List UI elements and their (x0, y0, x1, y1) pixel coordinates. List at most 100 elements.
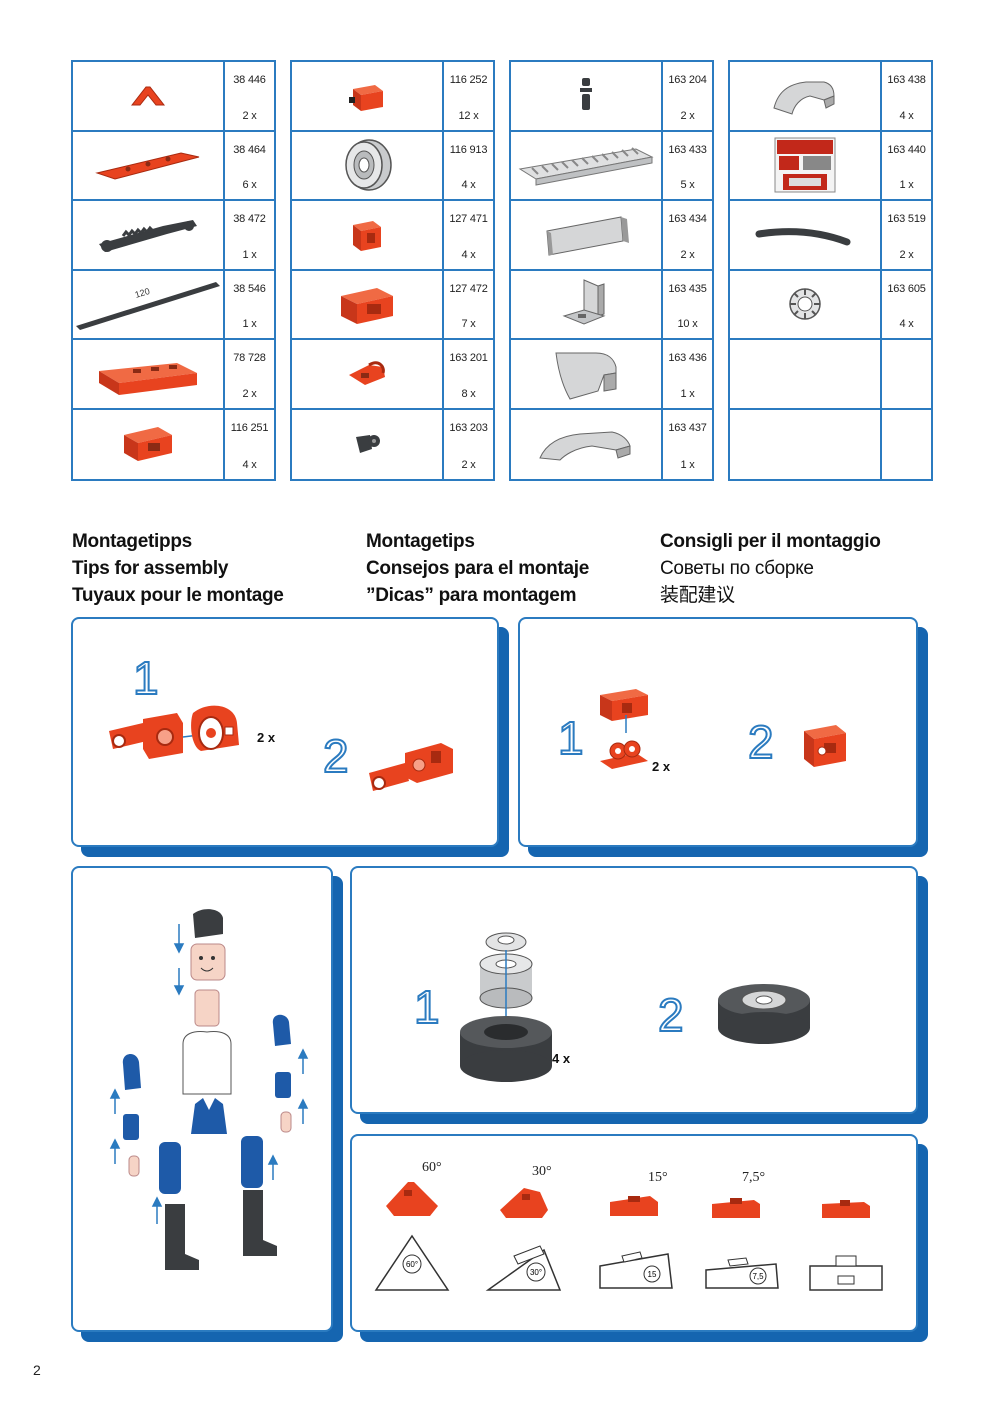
angle-label: 7,5° (742, 1170, 766, 1185)
tip-panel-figure (71, 866, 333, 1332)
part-qty: 8 x (461, 387, 476, 400)
part-qty: 4 x (899, 318, 914, 330)
empty-cell (730, 409, 882, 479)
part-qty: 4 x (242, 459, 257, 471)
part-row: 163 605 4 x (730, 270, 931, 340)
part-number: 38 546 (233, 282, 266, 295)
part-qty: 12 x (458, 109, 479, 122)
part-number: 38 446 (233, 74, 266, 86)
black-peg-icon (511, 62, 663, 130)
angle-mark: 30° (530, 1268, 542, 1277)
heading-de: Montagetipps (72, 531, 192, 552)
grey-panel-icon (511, 201, 663, 269)
black-gear-rack-icon (73, 201, 225, 269)
black-connector-icon (292, 409, 444, 479)
grey-hub-nut-icon (730, 270, 882, 338)
red-joint-block-icon (292, 340, 444, 408)
red-block-assembled-icon (804, 725, 846, 767)
part-number: 163 204 (668, 74, 707, 86)
figure-exploded-icon (109, 909, 309, 1270)
part-number: 78 728 (233, 352, 266, 364)
part-number: 163 203 (449, 421, 488, 434)
part-qty: 7 x (461, 318, 476, 330)
part-row-empty (730, 340, 931, 410)
part-qty: 1 x (680, 459, 695, 471)
red-joint-assembly-icon (109, 705, 239, 759)
part-number: 163 440 (887, 143, 926, 156)
part-qty: 2 x (680, 109, 695, 122)
part-number: 163 437 (668, 421, 707, 434)
quantity-label: 2 x (652, 759, 671, 774)
step-number: 2 (747, 716, 775, 768)
angle-mark: 15 (648, 1270, 657, 1279)
flat-diagram (809, 1255, 883, 1291)
heading-group-1: Montagetipps Tips for assembly Tuyaux po… (72, 528, 284, 609)
red-building-plate-icon (73, 340, 225, 408)
sticker-sheet-icon (730, 131, 882, 199)
grey-fender-small-icon (511, 409, 663, 479)
part-number: 116 251 (230, 421, 269, 434)
angle-block-7-5-icon (712, 1198, 760, 1218)
red-flat-plate-icon (73, 131, 225, 199)
red-block-bottom-icon (600, 740, 648, 769)
part-number: 127 471 (449, 213, 488, 225)
quantity-label: 4 x (552, 1051, 571, 1066)
part-qty: 10 x (677, 318, 698, 330)
page-number: 2 (33, 1362, 41, 1378)
parts-table-4: 163 438 4 x 163 440 1 x 163 519 2 x 163 605… (728, 60, 933, 481)
angle-block-15-icon (610, 1196, 658, 1216)
angle-diagram-30: 30° (485, 1245, 562, 1291)
part-row: 163 204 2 x (511, 62, 712, 132)
part-qty: 1 x (899, 179, 914, 191)
angle-diagram-7-5: 7,5 (705, 1257, 779, 1289)
part-number: 116 913 (449, 143, 488, 156)
part-qty: 1 x (680, 387, 695, 400)
strip-label: 120 (134, 286, 151, 300)
heading-ru: Советы по сборке (660, 558, 814, 579)
heading-group-2: Montagetips Consejos para el montaje ”Di… (366, 528, 589, 609)
part-number: 163 519 (887, 213, 926, 225)
part-row-empty (730, 409, 931, 479)
tip-panel-angles: 60° 30° 15° 7,5° 60° 30° 15 7,5 (350, 1134, 918, 1332)
angle-label: 30° (532, 1164, 552, 1179)
part-qty: 1 x (242, 248, 257, 261)
part-qty: 4 x (461, 248, 476, 261)
part-row: 163 437 1 x (511, 409, 712, 479)
black-long-strip-icon: 120 (73, 270, 225, 338)
step-number: 2 (657, 989, 685, 1041)
part-number: 38 464 (233, 143, 266, 156)
part-qty: 2 x (242, 387, 257, 400)
part-qty: 2 x (899, 248, 914, 261)
grey-fender-large-icon (511, 340, 663, 408)
part-number: 163 438 (887, 74, 926, 86)
part-number: 163 433 (668, 143, 707, 156)
heading-fr: Tuyaux pour le montage (72, 585, 284, 606)
part-number: 163 434 (668, 213, 707, 225)
red-frame-block-icon (292, 270, 444, 338)
heading-it: Consigli per il montaggio (660, 531, 881, 552)
angle-block-60-icon (386, 1182, 438, 1216)
part-row: 78 728 2 x (73, 340, 274, 410)
grey-hub-wheel-icon (292, 131, 444, 199)
tip-panel-block: 1 2 x 2 (518, 617, 918, 847)
wheel-exploded-icon (460, 932, 552, 1082)
heading-es: Consejos para el montaje (366, 558, 589, 579)
heading-zh: 装配建议 (660, 585, 735, 606)
grey-fender-icon (730, 62, 882, 130)
heading-nl: Montagetips (366, 531, 475, 552)
red-small-block-icon (292, 62, 444, 130)
part-number: 163 605 (887, 282, 926, 295)
angle-block-30-icon (500, 1188, 548, 1218)
angle-label: 15° (648, 1170, 668, 1185)
